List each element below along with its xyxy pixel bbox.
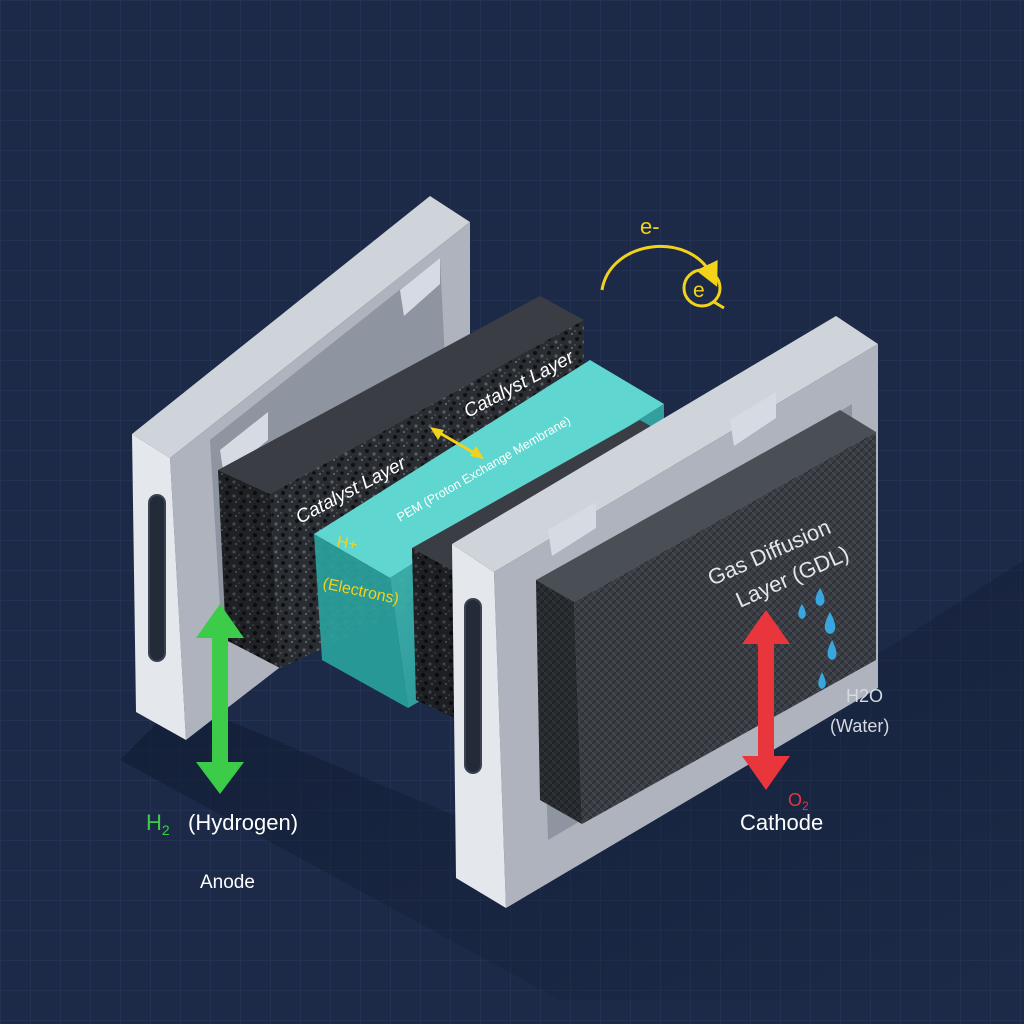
oxygen-flow-arrow xyxy=(742,610,790,790)
gas-diffusion-layer xyxy=(536,410,876,824)
cathode-label: Cathode xyxy=(740,810,823,835)
hydrogen-flow-arrow xyxy=(196,604,244,794)
water-drop-icon xyxy=(824,612,836,634)
electron-circle xyxy=(682,268,722,308)
proton-double-arrow xyxy=(430,427,484,459)
water-drop-icon xyxy=(818,672,826,689)
hydrogen-label: (Hydrogen) xyxy=(188,810,298,835)
ground-shadow xyxy=(120,560,1024,1000)
anode-label: Anode xyxy=(200,872,255,893)
proton-label: H+ xyxy=(335,533,359,554)
water-droplets xyxy=(798,588,837,689)
water-drop-icon xyxy=(815,588,825,606)
water-label: H2O xyxy=(846,686,883,706)
water-drop-icon xyxy=(827,640,837,660)
electron-tail xyxy=(713,300,725,310)
water-sublabel: (Water) xyxy=(830,716,889,736)
electron-circle-label: e xyxy=(693,279,705,302)
electron-top-label: e- xyxy=(640,214,660,239)
oxygen-label: O2 xyxy=(788,790,809,813)
hydrogen-symbol: H2 xyxy=(146,810,170,838)
water-drop-icon xyxy=(798,604,806,619)
electron-flow xyxy=(600,244,725,310)
electron-arc xyxy=(600,244,718,291)
